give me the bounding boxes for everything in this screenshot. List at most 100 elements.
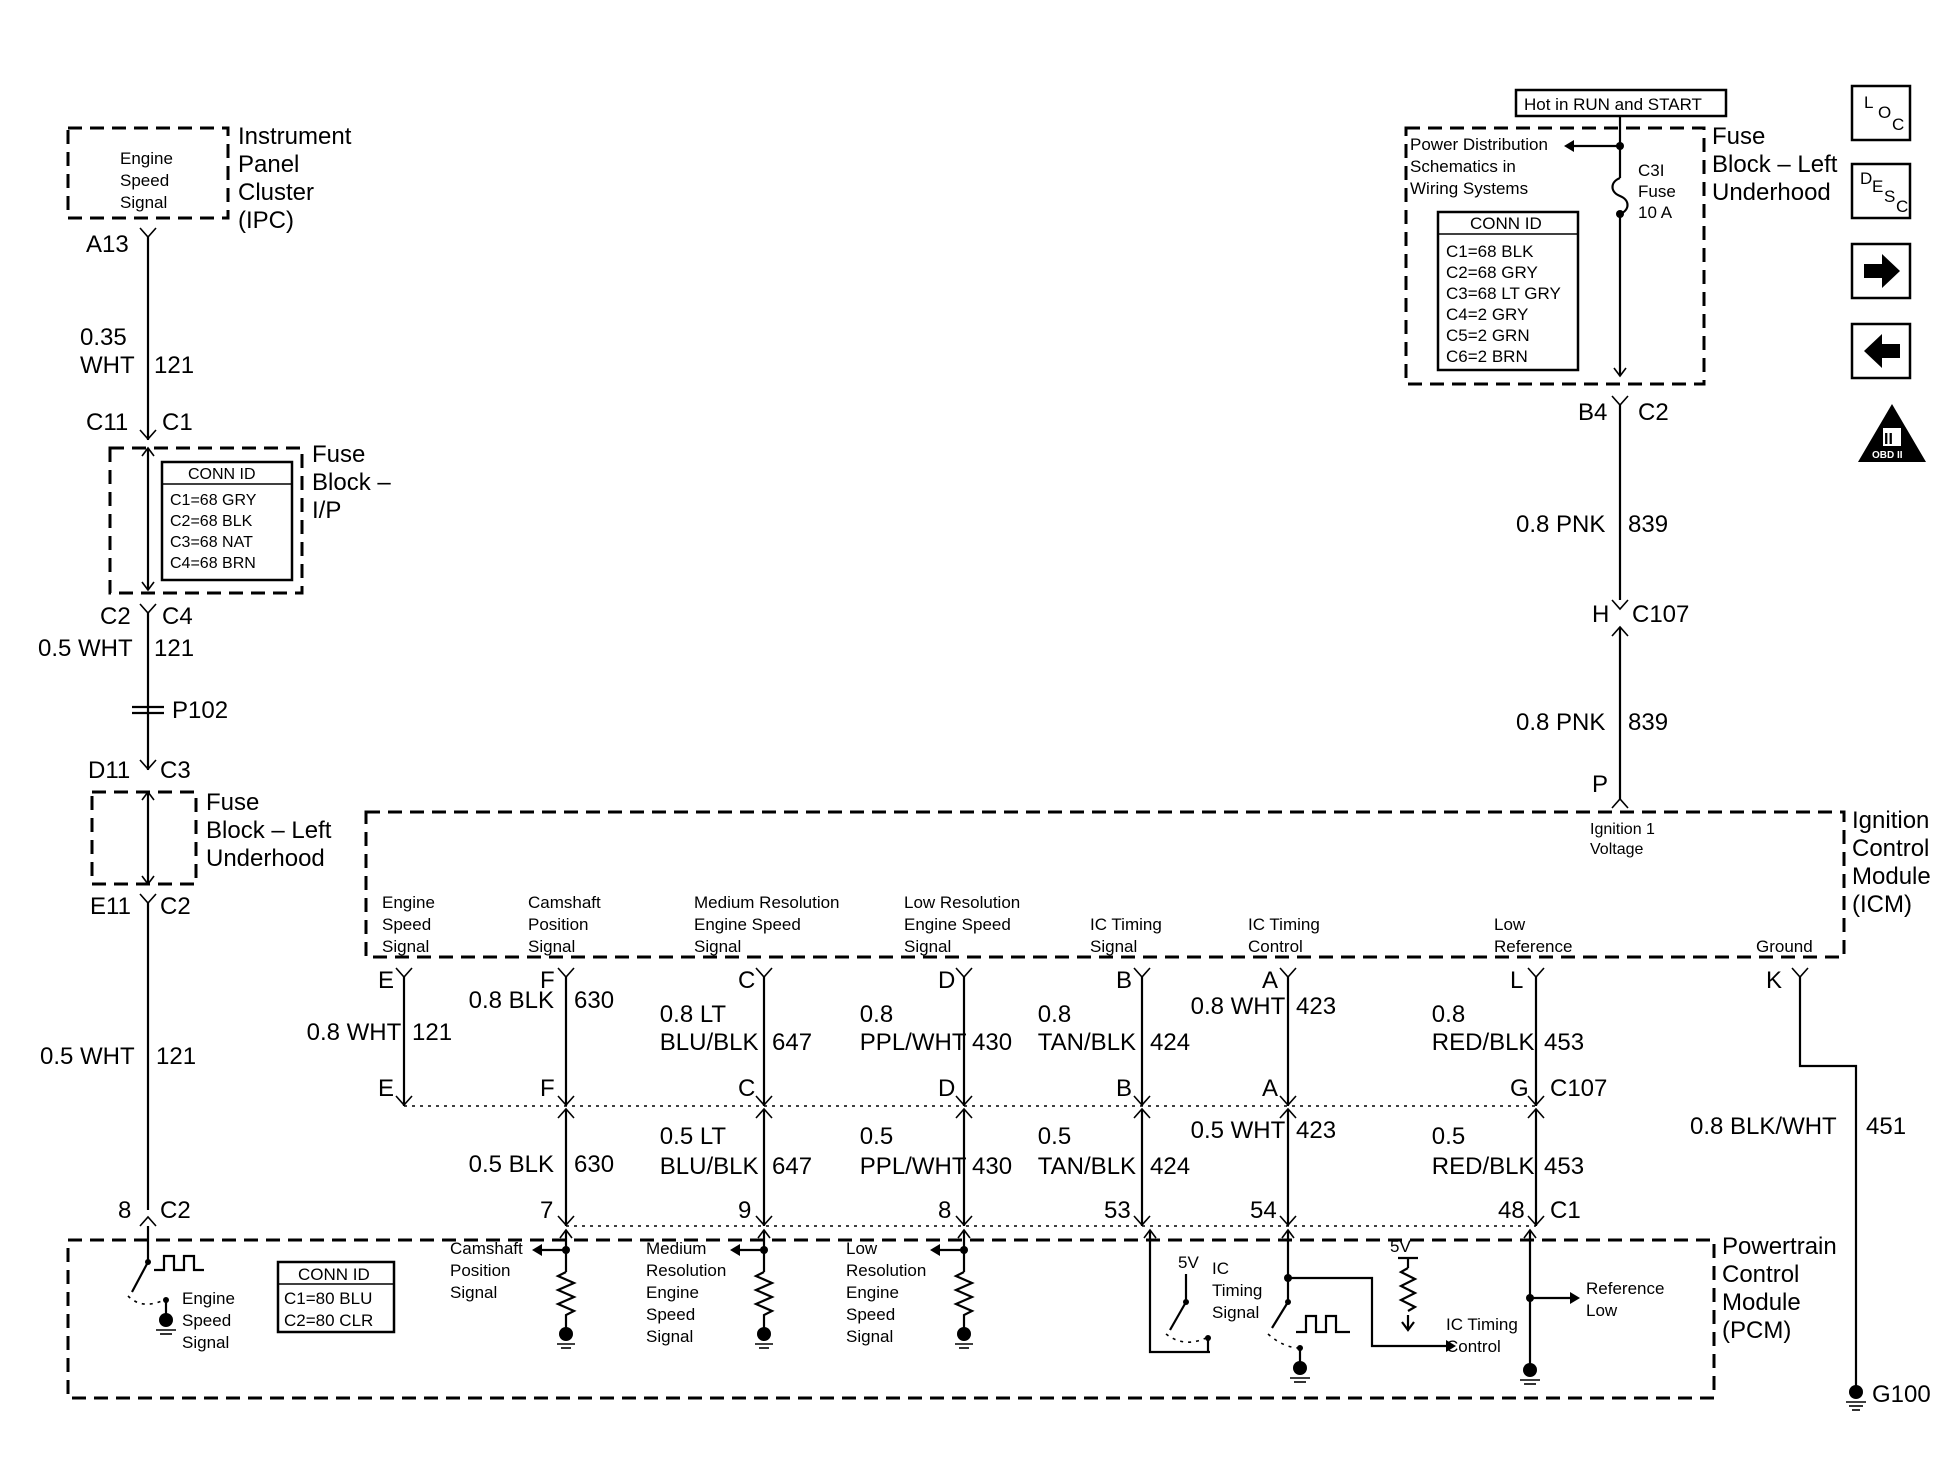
connector-female-icon [557, 1215, 575, 1227]
svg-text:Fuse: Fuse [1638, 182, 1676, 201]
connector-male-icon [139, 1215, 157, 1227]
next-page-arrow-icon[interactable] [1850, 242, 1912, 300]
wire-label: 0.8 PNK [1516, 511, 1605, 538]
connector-female-icon [955, 1215, 973, 1227]
ipc-box [66, 126, 230, 220]
icm-label-text: IC Timing [1248, 915, 1320, 934]
svg-text:C4=68 BRN: C4=68 BRN [170, 555, 256, 572]
connector-inline-icon [1527, 1107, 1545, 1119]
svg-text:Signal: Signal [120, 193, 167, 212]
pcm-ref-low-label: Reference Low [1586, 1279, 1664, 1320]
wire-label: 0.5 WHT [1191, 1117, 1286, 1144]
svg-text:C: C [1896, 197, 1908, 216]
wire-color: WHT [80, 352, 135, 379]
icm-label-text: Control [1248, 937, 1303, 956]
wire-circuit: 451 [1866, 1113, 1906, 1140]
svg-text:Resolution: Resolution [846, 1261, 926, 1280]
svg-text:Block –: Block – [312, 469, 391, 496]
arrow-icon [141, 446, 155, 592]
svg-text:C3=68 LT GRY: C3=68 LT GRY [1446, 284, 1561, 303]
arrow-icon [1523, 1228, 1537, 1239]
resistor-icon [753, 1271, 775, 1330]
arrow-right-icon [1446, 1340, 1456, 1352]
icm-pin: B [1116, 967, 1132, 994]
wire-circuit: 647 [772, 1153, 812, 1180]
connector-label: E11 [90, 893, 131, 920]
svg-text:Engine: Engine [182, 1289, 235, 1308]
connector-label: C2 [160, 893, 191, 920]
svg-text:D: D [1860, 169, 1872, 188]
desc-button[interactable]: D E S C [1850, 162, 1912, 220]
icm-pin: K [1766, 967, 1782, 994]
svg-text:Module: Module [1852, 863, 1931, 890]
icm-ignition-voltage: Ignition 1 Voltage [1590, 821, 1655, 858]
wire-circuit: 423 [1296, 1117, 1336, 1144]
wire-label: 0.8 [1038, 1001, 1071, 1028]
icm-pin: D [938, 967, 955, 994]
wire-circuit: 839 [1628, 709, 1668, 736]
svg-text:Reference: Reference [1586, 1279, 1664, 1298]
ipc-signal-label: Engine Speed Signal [120, 149, 173, 212]
square-wave-icon [154, 1254, 204, 1272]
connector-label: C11 [86, 409, 128, 436]
fuse-block-lu-small-name: Fuse Block – Left Underhood [206, 789, 332, 872]
ic-timing-wire [1148, 1230, 1210, 1354]
resistor-icon [953, 1271, 975, 1330]
ic-control-output-wire [1288, 1276, 1448, 1348]
icm-pin: C [738, 967, 755, 994]
connector-label: B4 [1578, 399, 1607, 426]
pcm-cam-labels: Camshaft Position Signal [450, 1239, 523, 1302]
connector-female-icon [955, 967, 973, 979]
connector-label: D11 [88, 757, 130, 784]
arrow-left-icon [1564, 140, 1574, 152]
pcm-pin-label: 8 [938, 1197, 951, 1224]
connector-female-icon [1611, 395, 1629, 407]
connector-female-icon [1279, 967, 1297, 979]
icm-label-text: Signal [694, 937, 741, 956]
icm-function-labels: EngineSpeedSignalCamshaftPositionSignalM… [382, 893, 1813, 956]
switch-icon [1165, 1274, 1211, 1352]
connector-female-icon [755, 1215, 773, 1227]
wire-circuit: 424 [1150, 1029, 1190, 1056]
connector-label: C2 [1638, 399, 1669, 426]
conn-id-list-ip: C1=68 GRY C2=68 BLK C3=68 NAT C4=68 BRN [170, 492, 257, 572]
svg-text:Module: Module [1722, 1289, 1801, 1316]
wire-circuit: 430 [972, 1153, 1012, 1180]
obd-ii-icon[interactable]: II OBD II [1858, 404, 1926, 462]
icm-label-text: Engine Speed [694, 915, 801, 934]
icm-label-text: Signal [382, 937, 429, 956]
svg-text:Cluster: Cluster [238, 179, 314, 206]
svg-text:10 A: 10 A [1638, 203, 1673, 222]
icm-name: Ignition Control Module (ICM) [1852, 807, 1931, 918]
icm-label-text: Signal [528, 937, 575, 956]
conn-id-item: C2=80 CLR [284, 1311, 373, 1330]
arrow-left-icon [532, 1244, 542, 1256]
svg-text:Block – Left: Block – Left [1712, 151, 1838, 178]
connector-label: C4 [162, 603, 193, 630]
svg-text:Ignition 1: Ignition 1 [1590, 821, 1655, 838]
pcm-pin-label: 9 [738, 1197, 751, 1224]
connector-inline-icon [1279, 1107, 1297, 1119]
conn-id-item: C1=80 BLU [284, 1289, 372, 1308]
svg-text:C1=68 GRY: C1=68 GRY [170, 492, 257, 509]
ground-icon [1846, 1385, 1866, 1411]
connector-inline-icon [557, 1107, 575, 1119]
arrow-icon [1281, 1228, 1295, 1239]
previous-page-arrow-icon[interactable] [1850, 322, 1912, 380]
pcm-name: Powertrain Control Module (PCM) [1722, 1233, 1837, 1344]
connector-label: C1 [162, 409, 193, 436]
connector-female-icon [139, 429, 157, 441]
arrow-icon [1401, 1321, 1415, 1332]
ground-icon [559, 1327, 573, 1341]
wire-circuit: 121 [156, 1043, 196, 1070]
c107-pin: B [1116, 1075, 1132, 1102]
connector-inline-icon [1279, 1095, 1297, 1107]
svg-text:Signal: Signal [182, 1333, 229, 1352]
c107-pin: E [378, 1075, 394, 1102]
loc-button[interactable]: L O C [1850, 84, 1912, 142]
icm-label-text: Signal [1090, 937, 1137, 956]
ground-icon [957, 1327, 971, 1341]
conn-id-table-lu [1436, 210, 1580, 372]
pcm-pulldown-circuits [532, 1228, 975, 1349]
svg-text:Camshaft: Camshaft [450, 1239, 523, 1258]
